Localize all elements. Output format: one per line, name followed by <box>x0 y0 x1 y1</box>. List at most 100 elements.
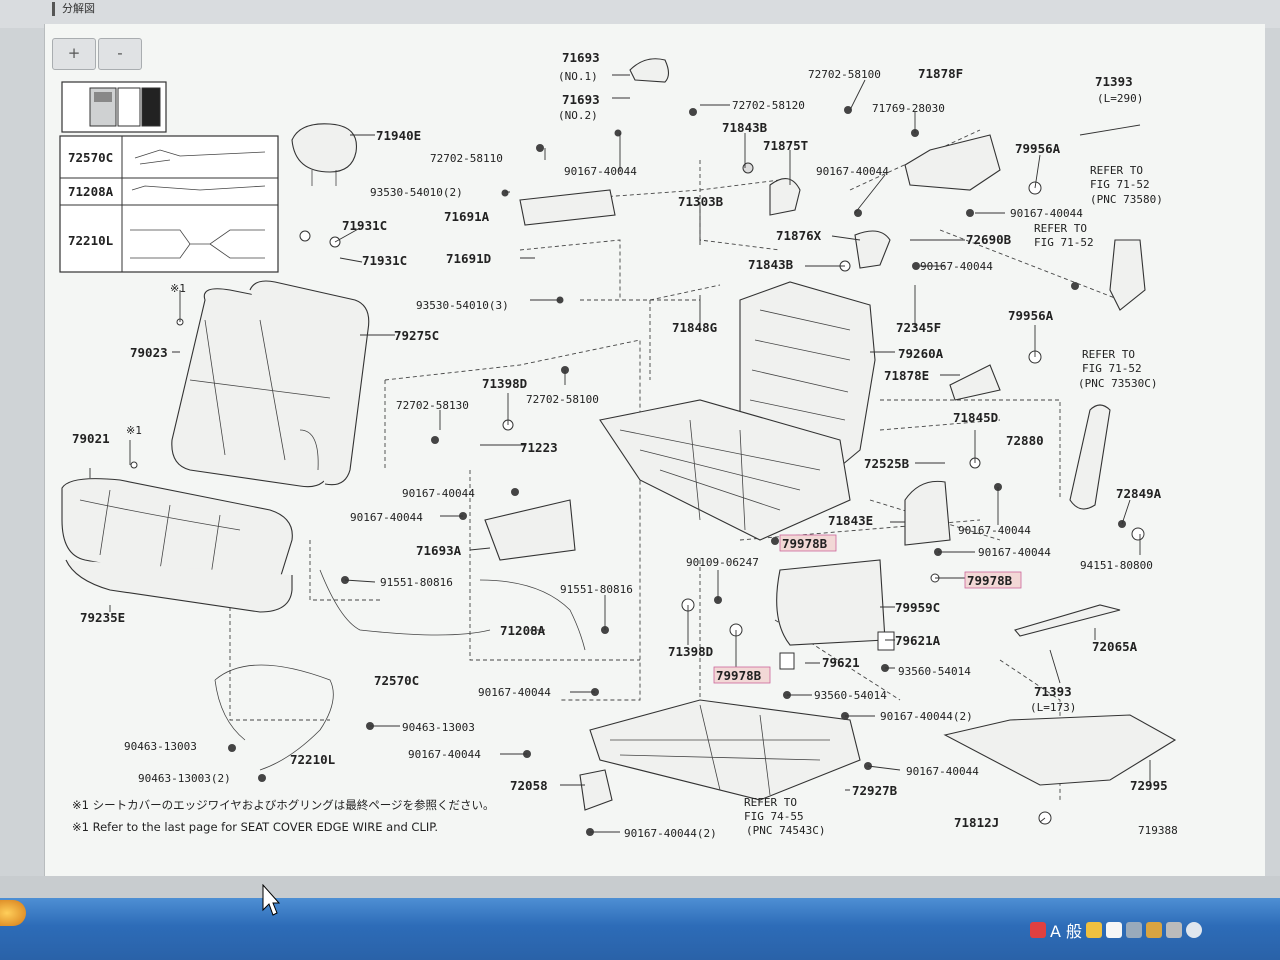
refer-note: REFER TO <box>1090 164 1143 177</box>
part-number: 71769-28030 <box>872 102 945 115</box>
part-number: 93530-54010(3) <box>416 299 509 312</box>
part-number: 93560-54014 <box>814 689 887 702</box>
seat-base-plate <box>589 699 861 801</box>
part-number: 72702-58100 <box>808 68 881 81</box>
bracket-right <box>949 364 1001 401</box>
part-number: 72525B <box>864 456 910 471</box>
part-number: 90463-13003 <box>124 740 197 753</box>
part-number: 71876X <box>776 228 822 243</box>
part-number: 90167-40044 <box>906 765 979 778</box>
part-number: 72702-58130 <box>396 399 469 412</box>
part-number: 79021 <box>72 431 110 446</box>
refer-note: FIG 74-55 <box>744 810 804 823</box>
illustration-number: 719388 <box>1138 824 1178 837</box>
part-number: 71843B <box>748 257 794 272</box>
help-icon[interactable] <box>1186 922 1203 938</box>
part-number: 71208A <box>500 623 546 638</box>
tab-title[interactable]: 分解図 <box>62 2 95 15</box>
part-number: 79260A <box>898 346 944 361</box>
tab-marker <box>52 2 55 16</box>
refer-note: REFER TO <box>744 796 797 809</box>
part-number: 90167-40044 <box>408 748 481 761</box>
part-number: 90167-40044 <box>402 487 475 500</box>
part-note: (NO.2) <box>558 109 598 122</box>
knob-cover <box>629 58 670 83</box>
ime-indicator[interactable]: A 般 <box>1050 922 1083 941</box>
highlighted-part-number[interactable]: 79978B <box>716 668 762 683</box>
part-number: 71693 <box>562 92 600 107</box>
part-number: 94151-80800 <box>1080 559 1153 572</box>
cable-71208a <box>479 579 586 651</box>
ime-dictionary-icon[interactable] <box>1086 922 1103 938</box>
seat-frame <box>599 281 876 541</box>
part-number: 71393 <box>1034 684 1072 699</box>
part-number: 90167-40044 <box>350 511 423 524</box>
side-shield <box>904 480 951 546</box>
part-number: 79621 <box>822 655 860 670</box>
seat-cushion <box>61 478 293 613</box>
seat-back <box>171 280 370 488</box>
part-number: 71848G <box>672 320 717 335</box>
cable-72570c <box>319 569 491 636</box>
highlighted-part-number[interactable]: 79978B <box>967 573 1013 588</box>
part-number: 79235E <box>80 610 125 625</box>
app-tray-icon[interactable] <box>1030 922 1046 938</box>
window-top-strip <box>0 0 1280 28</box>
legend-code: 71208A <box>68 184 114 199</box>
part-number: 72702-58110 <box>430 152 503 165</box>
part-number: 71398D <box>482 376 527 391</box>
zoom-in-button[interactable]: + <box>52 38 96 70</box>
part-number: 72927B <box>852 783 898 798</box>
part-number: 71691A <box>444 209 490 224</box>
refer-note: REFER TO <box>1082 348 1135 361</box>
part-note: (NO.1) <box>558 70 598 83</box>
part-number: 72690B <box>966 232 1012 247</box>
part-number: 90167-40044(2) <box>624 827 717 840</box>
footnote-marker: ※1 <box>126 424 142 437</box>
ime-pad-icon[interactable] <box>1106 922 1123 938</box>
small-cover <box>579 769 613 811</box>
frame-bracket-top <box>904 134 1001 191</box>
part-number: 72058 <box>510 778 548 793</box>
refer-note: (PNC 73580) <box>1090 193 1163 206</box>
refer-note: FIG 71-52 <box>1090 178 1150 191</box>
thumbnail-navigator[interactable] <box>61 81 167 133</box>
wire-harness <box>214 664 334 771</box>
status-bar <box>0 876 1280 898</box>
part-number: 71398D <box>668 644 713 659</box>
zoom-out-button[interactable]: - <box>98 38 142 70</box>
taskbar <box>0 898 1280 960</box>
refer-note: REFER TO <box>1034 222 1087 235</box>
part-number: 71393 <box>1095 74 1133 89</box>
highlighted-part-number[interactable]: 79978B <box>782 536 828 551</box>
hinge-cover <box>769 178 801 216</box>
part-number: 71940E <box>376 128 421 143</box>
part-labels: 71693 (NO.1) 71693 (NO.2) 72702-58100 71… <box>72 50 1178 840</box>
part-number: 71843E <box>828 513 873 528</box>
refer-note: (PNC 74543C) <box>746 824 825 837</box>
part-number: 90167-40044 <box>816 165 889 178</box>
legend-code: 72210L <box>68 233 114 248</box>
part-number: 72880 <box>1006 433 1044 448</box>
ime-help-icon[interactable] <box>1166 922 1183 938</box>
refer-note: FIG 71-52 <box>1082 362 1142 375</box>
ime-tool-icon[interactable] <box>1146 922 1163 938</box>
part-number: 71931C <box>342 218 387 233</box>
part-number: 71303B <box>678 194 724 209</box>
legend-code: 72570C <box>68 150 113 165</box>
part-number: 90167-40044 <box>920 260 993 273</box>
start-button[interactable] <box>0 900 26 926</box>
part-number: 72702-58120 <box>732 99 805 112</box>
system-tray: A 般 <box>1030 918 1203 942</box>
part-number: 71845D <box>953 410 998 425</box>
ime-settings-icon[interactable] <box>1126 922 1143 938</box>
footnote-english: ※1 Refer to the last page for SEAT COVER… <box>72 820 438 834</box>
part-number: 91551-80816 <box>380 576 453 589</box>
cable-bracket <box>519 189 616 226</box>
part-number: 90463-13003 <box>402 721 475 734</box>
mouse-pointer-icon <box>262 884 280 916</box>
part-note: (L=290) <box>1097 92 1143 105</box>
part-number: 79956A <box>1008 308 1054 323</box>
part-number: 90463-13003(2) <box>138 772 231 785</box>
part-number: 79959C <box>895 600 940 615</box>
